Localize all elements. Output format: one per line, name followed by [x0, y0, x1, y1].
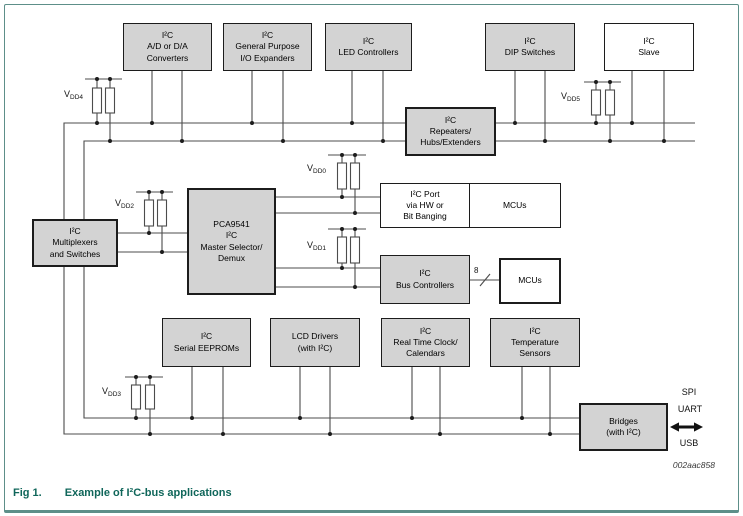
label-spi: SPI: [681, 387, 697, 397]
pullup-resistors: [85, 78, 621, 434]
label-vdd5: VDD5: [561, 91, 581, 103]
image-code: 002aac858: [672, 460, 715, 470]
label-vdd2: VDD2: [115, 198, 135, 210]
block-pca9541-master-selector: PCA9541 I²C Master Selector/ Demux: [187, 188, 276, 295]
label-usb: USB: [679, 438, 699, 448]
block-serial-eeproms: I²C Serial EEPROMs: [162, 318, 251, 367]
figure-caption: Fig 1. Example of I²C-bus applications: [13, 487, 232, 499]
label-uart: UART: [677, 404, 703, 414]
block-mcus-2: MCUs: [499, 258, 561, 304]
label-vdd0: VDD0: [307, 163, 327, 175]
label-bus-width: 8: [474, 266, 479, 275]
block-i2c-port: I²C Port via HW or Bit Banging: [380, 183, 470, 228]
block-mcus-1: MCUs: [468, 183, 561, 228]
bus-lines: [63, 122, 695, 435]
block-dip-switches: I²C DIP Switches: [485, 23, 575, 71]
label-vdd3: VDD3: [102, 386, 122, 398]
block-real-time-clock: I²C Real Time Clock/ Calendars: [381, 318, 470, 367]
block-bus-controllers: I²C Bus Controllers: [380, 255, 470, 304]
block-bridges: Bridges (with I²C): [579, 403, 668, 451]
junction-dots: [95, 77, 666, 436]
figure-caption-number: Fig 1.: [13, 487, 42, 499]
block-adc-converters: I²C A/D or D/A Converters: [123, 23, 212, 71]
block-lcd-drivers: LCD Drivers (with I²C): [270, 318, 360, 367]
label-vdd4: VDD4: [64, 89, 84, 101]
block-multiplexers-switches: I²C Multiplexers and Switches: [32, 219, 118, 267]
block-repeaters-hubs-extenders: I²C Repeaters/ Hubs/Extenders: [405, 107, 496, 156]
bridge-arrow-icon: [670, 422, 703, 432]
block-gpio-expanders: I²C General Purpose I/O Expanders: [223, 23, 312, 71]
device-connector-lines: [118, 71, 665, 434]
bus-width-slash: [479, 273, 491, 287]
label-vdd1: VDD1: [307, 240, 327, 252]
figure-caption-text: Example of I²C-bus applications: [64, 487, 232, 499]
block-i2c-slave: I²C Slave: [604, 23, 694, 71]
block-temperature-sensors: I²C Temperature Sensors: [490, 318, 580, 367]
block-led-controllers: I²C LED Controllers: [325, 23, 412, 71]
